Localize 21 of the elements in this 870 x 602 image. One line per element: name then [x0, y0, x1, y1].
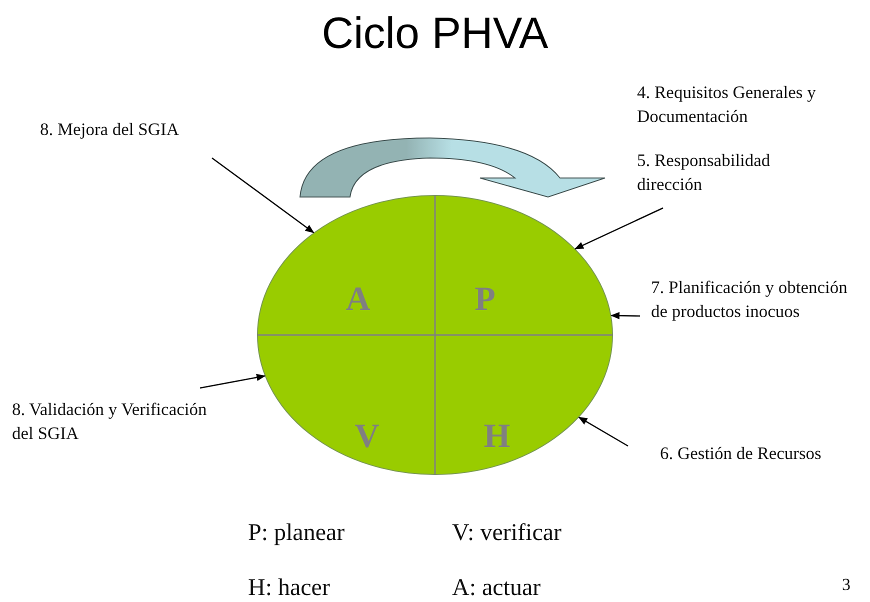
- callout-text: 6. Gestión de Recursos: [660, 441, 870, 465]
- legend-text: A: actuar: [452, 574, 541, 602]
- page-number: 3: [842, 574, 850, 596]
- callout-text: 7. Planificación y obtención de productos inocuos: [651, 275, 856, 323]
- quadrant-letter: H: [472, 417, 522, 457]
- title: Ciclo PHVA: [320, 8, 550, 60]
- legend-text: P: planear: [248, 519, 345, 548]
- quadrant-letter: A: [333, 280, 383, 320]
- arrow: [578, 416, 628, 447]
- legend-text: H: hacer: [248, 574, 330, 602]
- callout-text: 5. Responsabilidad dirección: [637, 148, 802, 196]
- legend-text: V: verificar: [452, 519, 562, 548]
- arrow: [200, 374, 266, 389]
- arrow: [610, 312, 640, 320]
- callout-text: 4. Requisitos Generales y Documentación: [637, 80, 837, 128]
- arrow: [212, 157, 314, 234]
- callout-text: 8. Validación y Verificación del SGIA: [12, 397, 227, 445]
- quadrant-letter: P: [460, 280, 510, 320]
- arrow: [574, 207, 664, 250]
- callout-text: 8. Mejora del SGIA: [40, 117, 240, 141]
- quadrant-letter: V: [342, 417, 392, 457]
